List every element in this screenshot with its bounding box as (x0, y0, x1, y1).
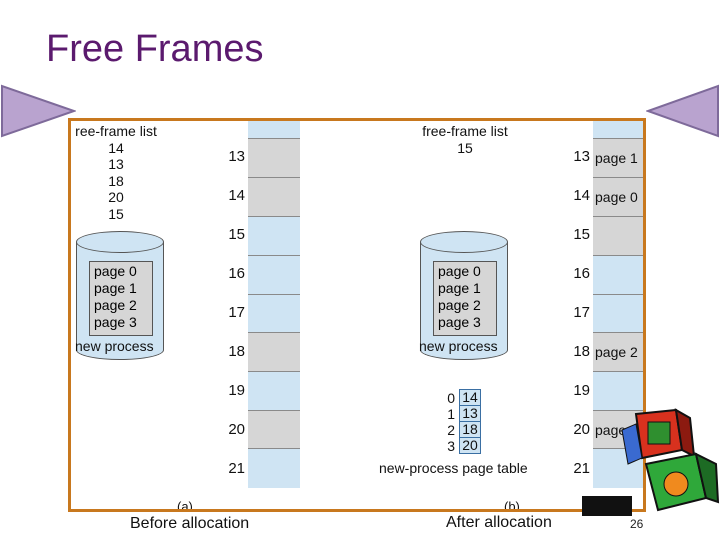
free-frame-entry: 13 (108, 156, 124, 172)
page-label: page 3 (94, 314, 137, 330)
page-table-index: 3 (447, 438, 455, 454)
frame-content: page 1 (595, 150, 638, 166)
page-table-entry: 14 (459, 389, 481, 406)
free-frame-entry: 20 (108, 189, 124, 205)
page-label: page 2 (438, 297, 481, 313)
frame-number: 17 (228, 304, 245, 321)
page-table-entry: 13 (459, 405, 481, 422)
memory-column-b: page 1 page 0 page 2 page 3 (593, 121, 643, 509)
memory-frame (593, 294, 643, 332)
frame-number: 17 (573, 304, 590, 321)
frame-number: 15 (228, 226, 245, 243)
page-label: page 1 (94, 280, 137, 296)
frame-number: 18 (228, 343, 245, 360)
free-frame-list-a: ree-frame list 14 13 18 20 15 (71, 123, 161, 222)
new-process-label-b: new process (419, 338, 498, 354)
caption-a: (a) (177, 499, 193, 512)
frame-number: 19 (573, 382, 590, 399)
new-process-label-a: new process (75, 338, 154, 354)
previous-slide-icon[interactable] (0, 84, 76, 138)
frame-content: page 0 (595, 189, 638, 205)
page-label: page 0 (438, 263, 481, 279)
slide-number: 26 (630, 517, 644, 531)
frame-number: 19 (228, 382, 245, 399)
frame-number: 14 (573, 187, 590, 204)
caption-b: (b) (504, 499, 520, 512)
memory-frame (248, 410, 300, 448)
free-frame-list-b: free-frame list 15 (406, 123, 524, 156)
frame-number: 21 (573, 460, 590, 477)
page-table-index: 0 (447, 390, 455, 406)
toy-blocks-icon (582, 408, 720, 516)
frame-number: 15 (573, 226, 590, 243)
page-table-index: 1 (447, 406, 455, 422)
page-table: 0 14 1 13 2 18 3 20 (445, 389, 485, 459)
memory-frame: page 2 (593, 332, 643, 371)
frame-number: 21 (228, 460, 245, 477)
frame-number: 20 (573, 421, 590, 438)
memory-frame (593, 255, 643, 294)
next-slide-icon[interactable] (646, 84, 720, 138)
memory-frame (248, 332, 300, 371)
free-frame-list-label: free-frame list (422, 123, 508, 139)
frame-number: 16 (228, 265, 245, 282)
page-table-entry: 18 (459, 421, 481, 438)
diagram-frame: ree-frame list 14 13 18 20 15 page 0 pag… (68, 118, 646, 512)
page-label: page 2 (94, 297, 137, 313)
frame-number: 16 (573, 265, 590, 282)
page-table-index: 2 (447, 422, 455, 438)
memory-frame (593, 371, 643, 410)
free-frame-list-label: ree-frame list (75, 123, 157, 139)
process-pages-a: page 0 page 1 page 2 page 3 (89, 261, 153, 336)
frame-number: 20 (228, 421, 245, 438)
memory-frame: page 0 (593, 177, 643, 216)
free-frame-entry: 14 (108, 139, 124, 156)
page-label: page 3 (438, 314, 481, 330)
page-table-label: new-process page table (379, 460, 528, 476)
page-label: page 0 (94, 263, 137, 279)
memory-frame (248, 448, 300, 488)
page-title: Free Frames (46, 28, 264, 70)
frame-content: page 2 (595, 344, 638, 360)
free-frame-entry: 15 (457, 139, 473, 156)
free-frame-entry: 15 (108, 205, 124, 222)
frame-number: 14 (228, 187, 245, 204)
memory-frame (248, 177, 300, 216)
before-allocation-label: Before allocation (130, 515, 250, 532)
frame-number: 18 (573, 343, 590, 360)
memory-frame (248, 371, 300, 410)
process-pages-b: page 0 page 1 page 2 page 3 (433, 261, 497, 336)
memory-frame (248, 216, 300, 255)
page-label: page 1 (438, 280, 481, 296)
after-allocation-label: After allocation (446, 514, 552, 531)
page-table-entry: 20 (459, 437, 481, 454)
memory-frame (248, 255, 300, 294)
frame-number: 13 (228, 148, 245, 165)
memory-column-a (248, 121, 300, 509)
frame-number: 13 (573, 148, 590, 165)
free-frame-entry: 18 (108, 172, 124, 189)
memory-frame (593, 216, 643, 255)
memory-frame (248, 294, 300, 332)
memory-frame: page 1 (593, 138, 643, 177)
memory-frame (248, 138, 300, 177)
